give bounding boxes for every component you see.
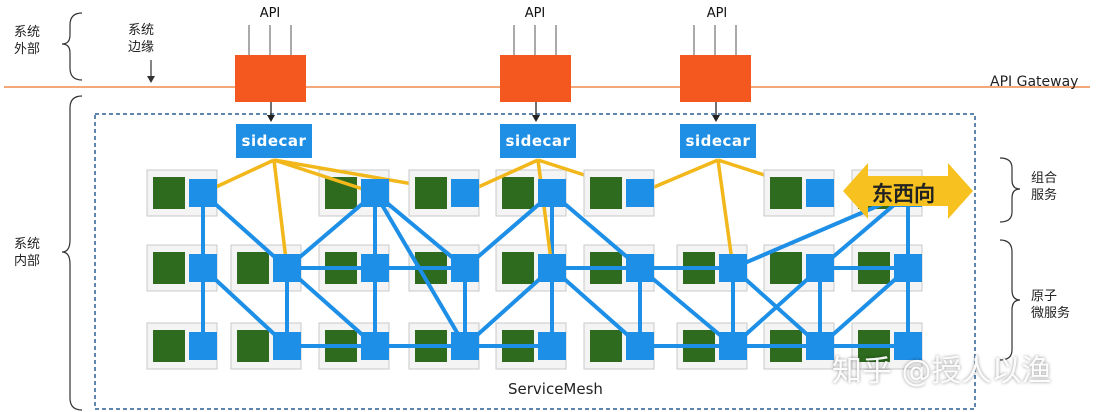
label-inside-system: 系统 内部 <box>14 237 41 269</box>
service-proxy-square <box>361 179 389 207</box>
label-atomic-microservices: 原子 微服务 <box>1031 289 1071 321</box>
bracket-inside <box>61 95 83 411</box>
mesh-link <box>731 266 822 348</box>
service-green-block <box>502 252 534 284</box>
service-proxy-square <box>806 254 834 282</box>
service-green-block <box>153 177 185 209</box>
api-gateway-label: API Gateway <box>990 74 1079 90</box>
service-proxy-square <box>273 254 301 282</box>
service-green-block <box>237 252 269 284</box>
service-green-block <box>153 330 185 362</box>
sidecar-link <box>272 159 289 269</box>
service-proxy-square <box>361 332 389 360</box>
service-green-block <box>590 330 622 362</box>
service-green-block <box>590 177 622 209</box>
sidecar-link <box>273 158 376 195</box>
mesh-link <box>285 191 377 270</box>
service-proxy-square <box>189 332 217 360</box>
bracket-composite <box>999 157 1021 223</box>
service-proxy-square <box>189 254 217 282</box>
api-label-2: API <box>524 6 546 21</box>
service-green-block <box>237 330 269 362</box>
bracket-atomic <box>999 239 1021 361</box>
mesh-link <box>550 191 642 270</box>
service-proxy-square <box>894 332 922 360</box>
sidecar-box-3: sidecar <box>680 124 756 158</box>
service-proxy-square <box>626 179 654 207</box>
service-proxy-square <box>451 179 479 207</box>
label-composite-services: 组合 服务 <box>1031 171 1058 203</box>
service-green-block <box>770 252 802 284</box>
mesh-link <box>463 266 554 348</box>
mesh-link <box>463 191 554 270</box>
service-proxy-square <box>361 254 389 282</box>
service-green-block <box>502 177 534 209</box>
service-proxy-square <box>538 179 566 207</box>
service-proxy-square <box>626 332 654 360</box>
api-label-1: API <box>259 6 281 21</box>
api-to-sidecar-arrow <box>712 115 720 122</box>
api-gateway-box-2 <box>500 55 571 102</box>
service-green-block <box>770 177 802 209</box>
watermark: 知乎 @授人以渔 <box>832 354 1052 389</box>
api-gateway-box-3 <box>680 55 751 102</box>
service-proxy-square <box>806 179 834 207</box>
api-to-sidecar-arrow <box>532 115 540 122</box>
service-mesh-label: ServiceMesh <box>508 380 603 398</box>
service-proxy-square <box>538 332 566 360</box>
api-label-3: API <box>706 6 728 21</box>
mesh-link <box>818 266 910 348</box>
service-proxy-square <box>273 332 301 360</box>
mesh-link <box>373 191 467 270</box>
bracket-outside <box>61 12 83 81</box>
sidecar-link <box>536 159 554 269</box>
mesh-link <box>285 266 377 348</box>
east-west-label: 东西向 <box>872 182 935 206</box>
sidecar-link <box>716 159 735 269</box>
service-proxy-square <box>806 332 834 360</box>
service-proxy-square <box>538 254 566 282</box>
service-green-block <box>153 252 185 284</box>
service-proxy-square <box>189 179 217 207</box>
service-proxy-square <box>451 332 479 360</box>
service-proxy-square <box>719 254 747 282</box>
api-gateway-box-1 <box>235 55 306 102</box>
mesh-link <box>638 266 735 348</box>
service-proxy-square <box>719 332 747 360</box>
service-proxy-square <box>894 254 922 282</box>
service-proxy-square <box>451 254 479 282</box>
east-west-arrow <box>843 163 973 219</box>
edge-arrow-head <box>147 76 155 83</box>
service-proxy-square <box>626 254 654 282</box>
label-system-edge: 系统 边缘 <box>128 23 155 55</box>
sidecar-box-1: sidecar <box>236 124 312 158</box>
sidecar-box-2: sidecar <box>500 124 576 158</box>
label-outside-system: 系统 外部 <box>14 25 41 57</box>
service-green-block <box>415 177 447 209</box>
mesh-link <box>550 266 642 348</box>
api-to-sidecar-arrow <box>267 115 275 122</box>
